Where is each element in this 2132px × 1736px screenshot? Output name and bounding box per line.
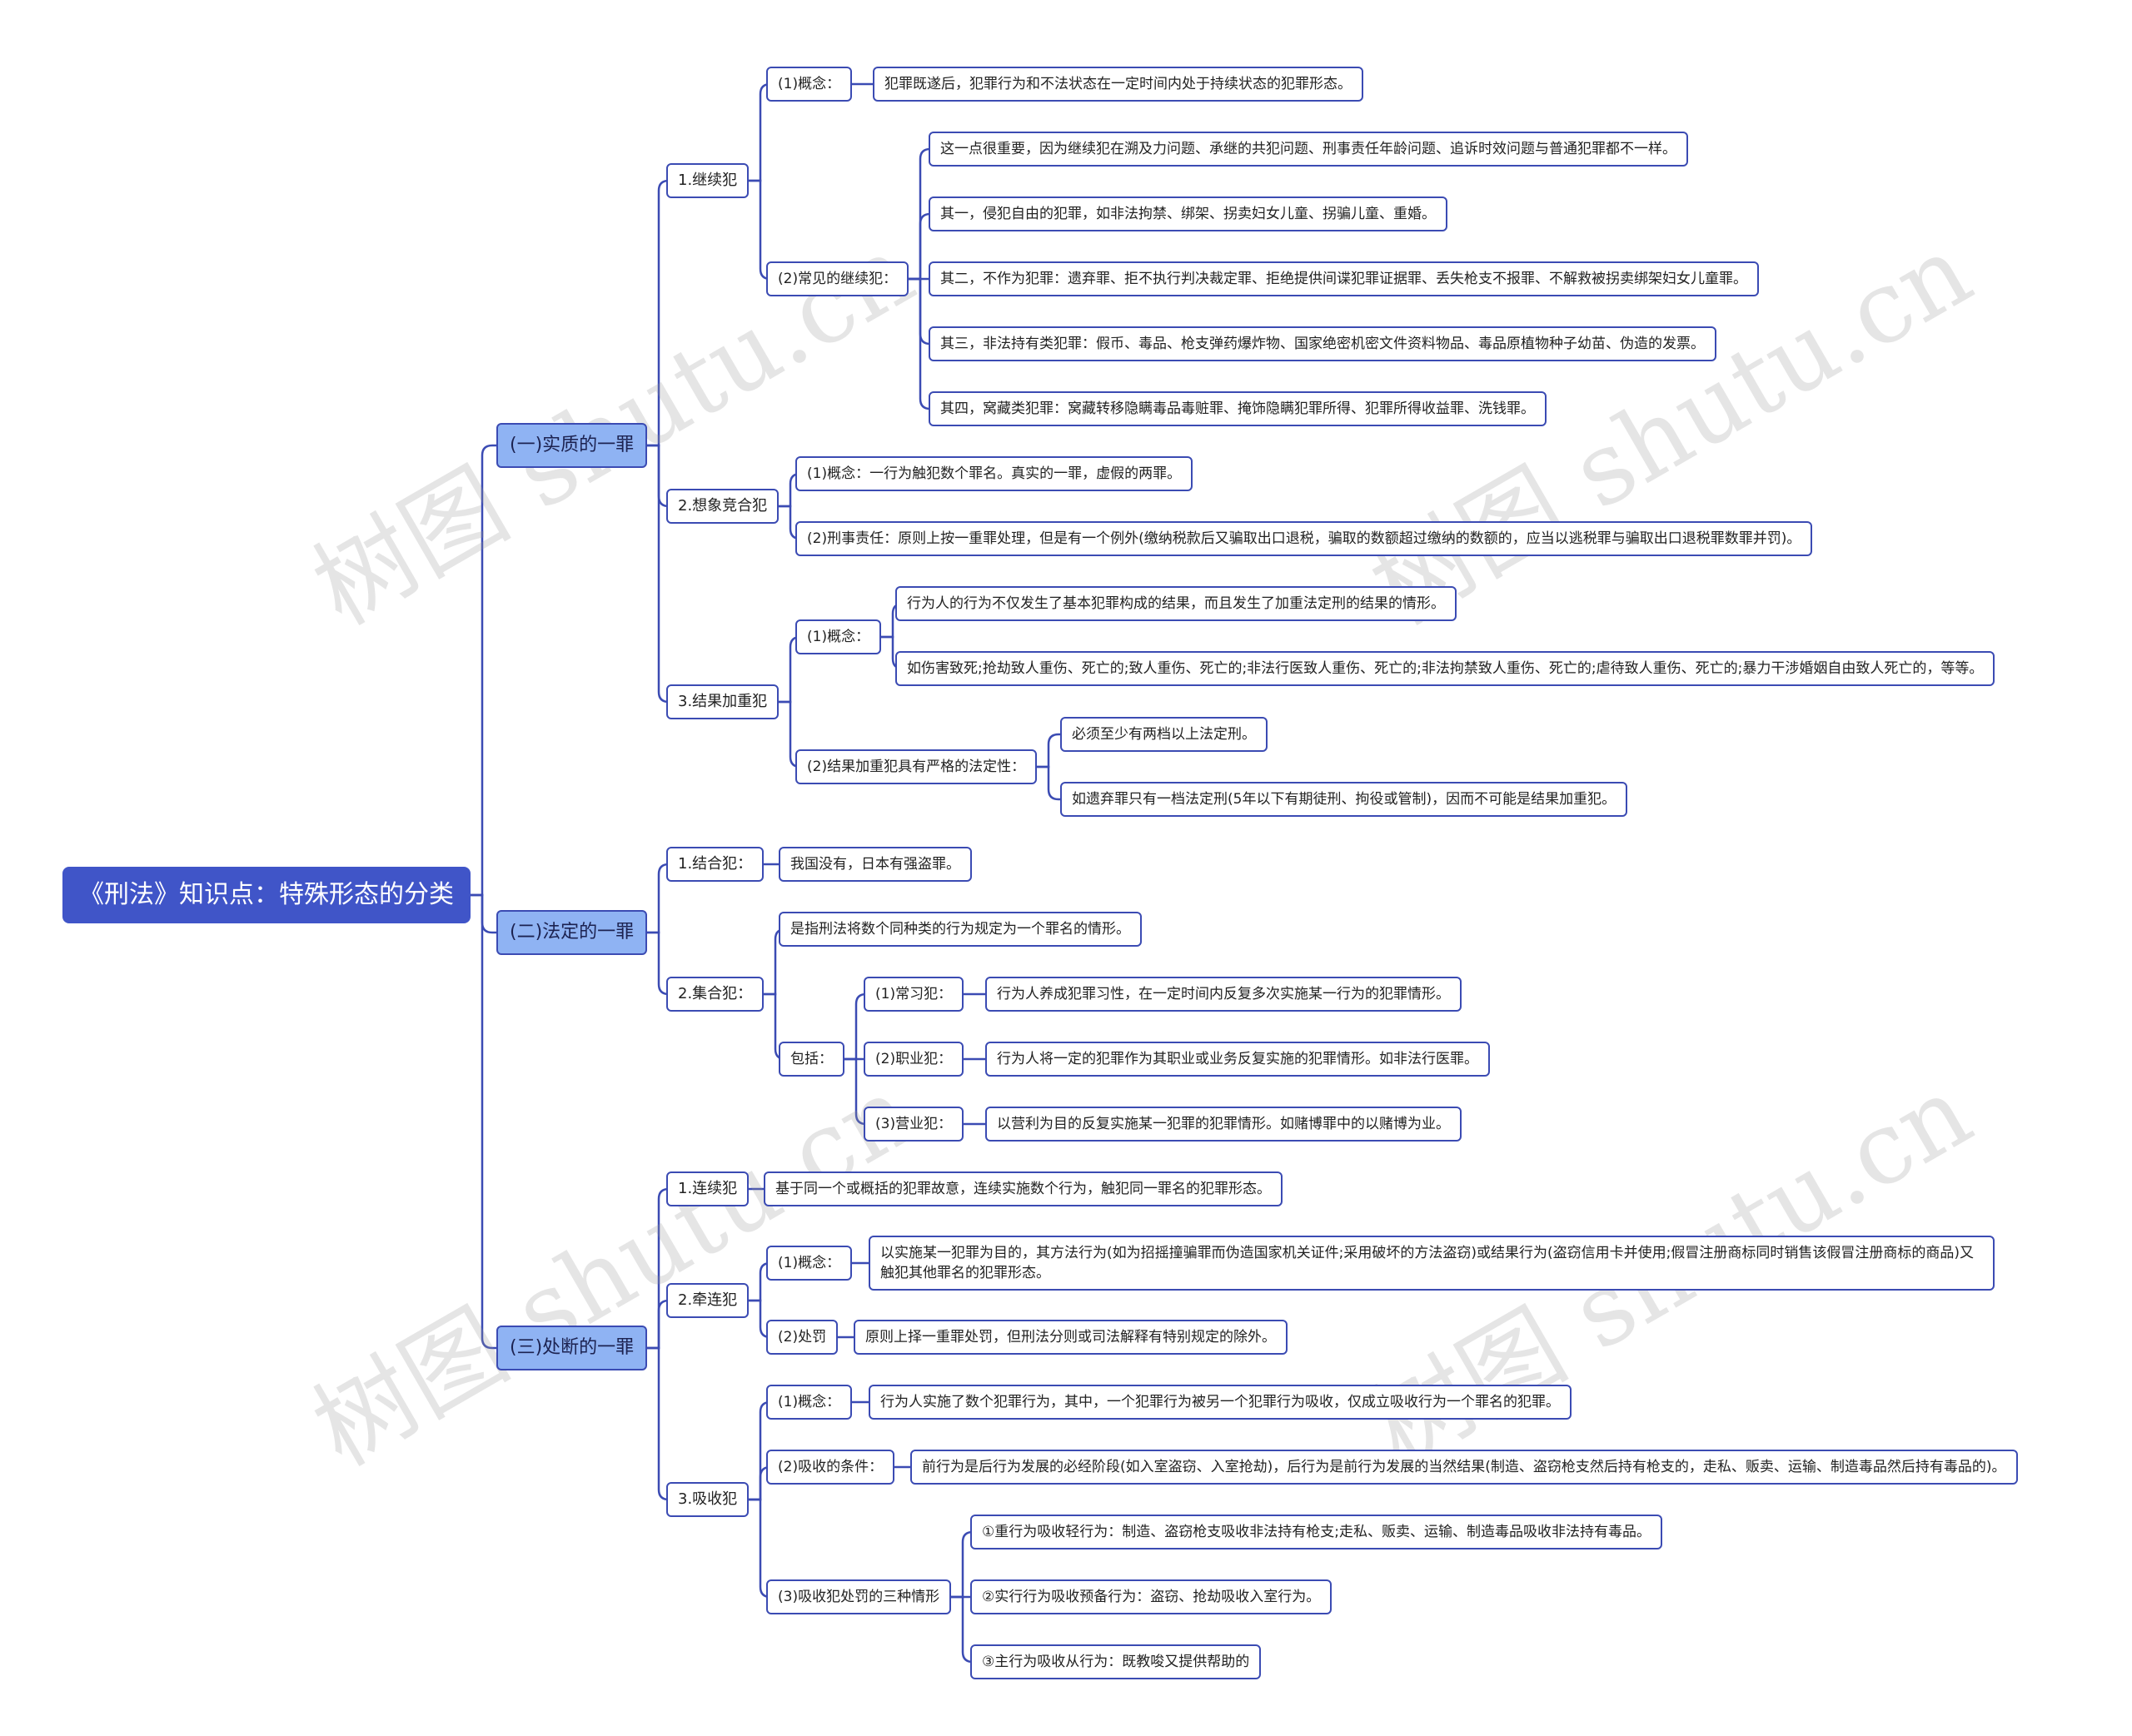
topic-absorbed-crime[interactable]: 3.吸收犯	[666, 1482, 750, 1517]
topic-combined-crime[interactable]: 1.结合犯：	[666, 847, 765, 882]
connector	[471, 893, 496, 1350]
connector	[1037, 733, 1060, 769]
subtopic-common-cases[interactable]: (2)常见的继续犯：	[766, 261, 909, 296]
leaf-conditions[interactable]: 前行为是后行为发展的必经阶段(如入室盗窃、入室抢劫)，后行为是前行为发展的当然结…	[910, 1450, 2018, 1485]
topic-aggregate-crime[interactable]: 2.集合犯：	[666, 977, 765, 1012]
subtopic-conditions[interactable]: (2)吸收的条件：	[766, 1450, 895, 1485]
connector	[647, 179, 670, 447]
leaf-rule[interactable]: 原则上择一重罪处罚，但刑法分则或司法解释有特别规定的除外。	[854, 1320, 1288, 1355]
subtopic-legal-nature[interactable]: (2)结果加重犯具有严格的法定性：	[795, 749, 1038, 784]
leaf-definition[interactable]: 基于同一个或概括的犯罪故意，连续实施数个行为，触犯同一罪名的犯罪形态。	[764, 1171, 1283, 1206]
leaf-definition[interactable]: 是指刑法将数个同种类的行为规定为一个罪名的情形。	[779, 912, 1142, 947]
leaf-concept[interactable]: (1)概念：一行为触犯数个罪名。真实的一罪，虚假的两罪。	[795, 456, 1193, 491]
leaf-definition[interactable]: 以实施某一犯罪为目的，其方法行为(如为招摇撞骗罪而伪造国家机关证件;采用破坏的方…	[869, 1236, 1995, 1291]
section-adjudicative-one-crime[interactable]: (三)处断的一罪	[496, 1326, 648, 1370]
leaf-note[interactable]: 我国没有，日本有强盗罪。	[779, 847, 972, 882]
section-substantive-one-crime[interactable]: (一)实质的一罪	[496, 423, 648, 468]
subtopic-concept[interactable]: (1)概念：	[766, 67, 853, 102]
leaf-definition[interactable]: 行为人将一定的犯罪作为其职业或业务反复实施的犯罪情形。如非法行医罪。	[985, 1042, 1490, 1077]
leaf-case-2[interactable]: ②实行行为吸收预备行为：盗窃、抢劫吸收入室行为。	[970, 1579, 1332, 1614]
subtopic-three-cases[interactable]: (3)吸收犯处罚的三种情形	[766, 1579, 952, 1614]
section-statutory-one-crime[interactable]: (二)法定的一罪	[496, 910, 648, 955]
subtopic-concept[interactable]: (1)概念：	[766, 1385, 853, 1420]
connector	[647, 1346, 670, 1501]
topic-implicated-crime[interactable]: 2.牵连犯	[666, 1283, 750, 1318]
leaf-definition[interactable]: 行为人的行为不仅发生了基本犯罪构成的结果，而且发生了加重法定刑的结果的情形。	[895, 586, 1457, 621]
topic-aggravated-result-crime[interactable]: 3.结果加重犯	[666, 684, 780, 719]
leaf-definition[interactable]: 以营利为目的反复实施某一犯罪的犯罪情形。如赌博罪中的以赌博为业。	[985, 1107, 1462, 1142]
leaf-case-4[interactable]: 其四，窝藏类犯罪：窝藏转移隐瞒毒品毒赃罪、掩饰隐瞒犯罪所得、犯罪所得收益罪、洗钱…	[929, 391, 1547, 426]
leaf-definition[interactable]: 行为人实施了数个犯罪行为，其中，一个犯罪行为被另一个犯罪行为吸收，仅成立吸收行为…	[869, 1385, 1572, 1420]
leaf-examples[interactable]: 如伤害致死;抢劫致人重伤、死亡的;致人重伤、死亡的;非法行医致人重伤、死亡的;非…	[895, 651, 1995, 686]
subtopic-concept[interactable]: (1)概念：	[766, 1246, 853, 1281]
topic-imaginative-concurrence[interactable]: 2.想象竞合犯	[666, 489, 780, 524]
leaf-case-3[interactable]: ③主行为吸收从行为：既教唆又提供帮助的	[970, 1644, 1262, 1679]
topic-continuous-crime[interactable]: 1.继续犯	[666, 163, 750, 198]
leaf-definition[interactable]: 行为人养成犯罪习性，在一定时间内反复多次实施某一行为的犯罪情形。	[985, 977, 1462, 1012]
subtopic-concept[interactable]: (1)概念：	[795, 619, 882, 654]
leaf-liability[interactable]: (2)刑事责任：原则上按一重罪处理，但是有一个例外(缴纳税款后又骗取出口退税，骗…	[795, 521, 1813, 556]
leaf-requirement[interactable]: 必须至少有两档以上法定刑。	[1060, 717, 1268, 752]
subtopic-punishment[interactable]: (2)处罚	[766, 1320, 839, 1355]
connector	[909, 212, 931, 281]
subtopic-includes[interactable]: 包括：	[779, 1042, 844, 1077]
connector	[471, 444, 496, 897]
connector	[471, 893, 496, 934]
subtopic-occupational-crime[interactable]: (2)职业犯：	[864, 1042, 964, 1077]
leaf-note[interactable]: 这一点很重要，因为继续犯在溯及力问题、承继的共犯问题、刑事责任年龄问题、追诉时效…	[929, 132, 1688, 167]
connector	[1037, 765, 1060, 801]
leaf-case-1[interactable]: 其一，侵犯自由的犯罪，如非法拘禁、绑架、拐卖妇女儿童、拐骗儿童、重婚。	[929, 196, 1447, 231]
leaf-case-3[interactable]: 其三，非法持有类犯罪：假币、毒品、枪支弹药爆炸物、国家绝密机密文件资料物品、毒品…	[929, 326, 1716, 361]
leaf-definition[interactable]: 犯罪既遂后，犯罪行为和不法状态在一定时间内处于持续状态的犯罪形态。	[873, 67, 1363, 102]
leaf-case-2[interactable]: 其二，不作为犯罪：遗弃罪、拒不执行判决裁定罪、拒绝提供间谍犯罪证据罪、丢失枪支不…	[929, 261, 1759, 296]
root-topic[interactable]: 《刑法》知识点：特殊形态的分类	[62, 867, 471, 923]
leaf-example[interactable]: 如遗弃罪只有一档法定刑(5年以下有期徒刑、拘役或管制)，因而不可能是结果加重犯。	[1060, 782, 1628, 817]
topic-serial-crime[interactable]: 1.连续犯	[666, 1171, 750, 1206]
leaf-case-1[interactable]: ①重行为吸收轻行为：制造、盗窃枪支吸收非法持有枪支;走私、贩卖、运输、制造毒品吸…	[970, 1515, 1662, 1549]
subtopic-business-crime[interactable]: (3)营业犯：	[864, 1107, 964, 1142]
subtopic-habitual-crime[interactable]: (1)常习犯：	[864, 977, 964, 1012]
connector	[647, 444, 670, 704]
